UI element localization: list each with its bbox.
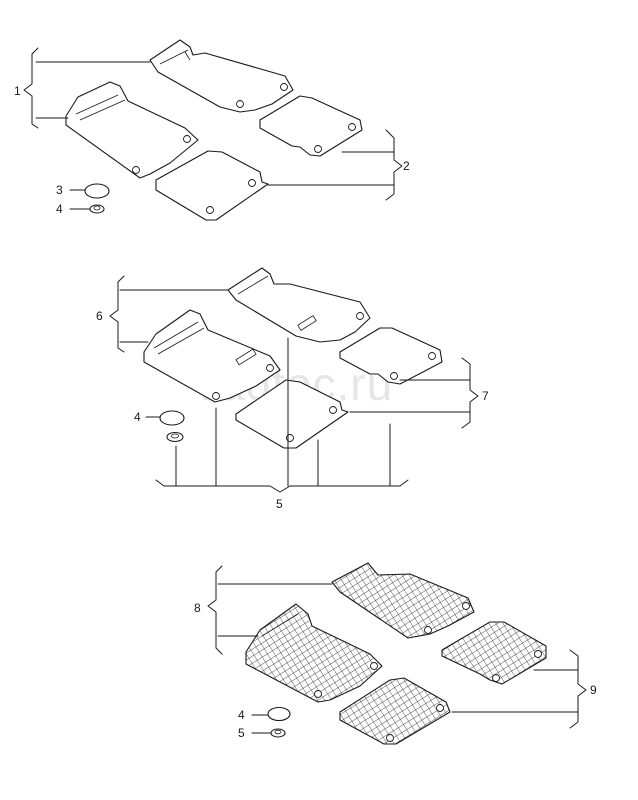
mat-set-2: 6 7 5 4 [96, 267, 489, 511]
callout-7: 7 [482, 389, 489, 403]
rubber-mat-rear-left [339, 677, 451, 745]
mat-front-passenger-1 [65, 81, 199, 179]
clip-cap-4-rubber [267, 706, 291, 722]
mat-rear-right-2 [339, 327, 443, 385]
callout-9: 9 [590, 683, 597, 697]
callout-4-bottom: 4 [238, 708, 245, 722]
rubber-mat-front-passenger [245, 603, 383, 703]
callout-6: 6 [96, 309, 103, 323]
rubber-mat-front-driver [331, 562, 475, 639]
mat-set-3: 8 9 4 5 [194, 562, 597, 745]
mat-front-passenger-2 [143, 309, 281, 403]
mat-front-driver-1 [149, 39, 294, 113]
mat-rear-left-2 [235, 379, 349, 449]
callout-8: 8 [194, 601, 201, 615]
clip-cap-4 [159, 410, 185, 426]
callout-5-bottom: 5 [238, 726, 245, 740]
rubber-mat-rear-right [441, 621, 547, 685]
clip-base-5 [166, 431, 184, 443]
callout-3: 3 [56, 183, 63, 197]
callout-2: 2 [403, 159, 410, 173]
mat-front-driver-2 [227, 267, 371, 343]
mat-set-1: 1 2 3 4 [14, 39, 410, 221]
callout-1: 1 [14, 84, 21, 98]
mat-rear-left-1 [155, 150, 269, 221]
callout-4-top: 4 [56, 202, 63, 216]
mat-rear-right-1 [259, 95, 363, 157]
callout-4-mid: 4 [134, 410, 141, 424]
callout-5: 5 [276, 497, 283, 511]
clip-cap-3 [84, 183, 110, 199]
